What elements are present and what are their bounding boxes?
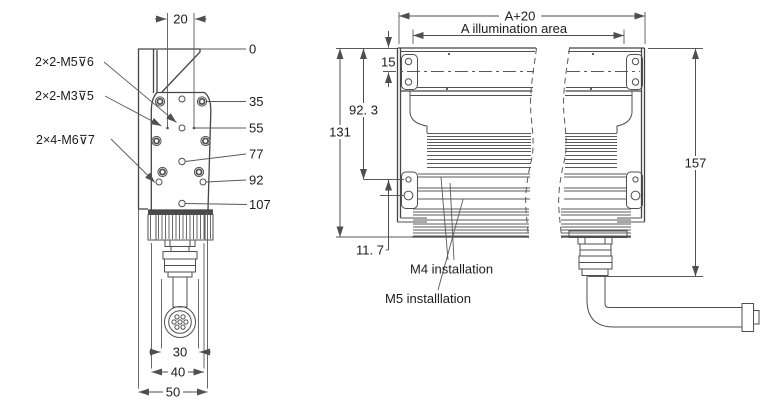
break-lines (525, 47, 570, 239)
side-view-outline (137, 48, 213, 211)
level-0: 0 (249, 42, 256, 57)
dim-50-label: 50 (166, 385, 180, 400)
level-55: 55 (249, 121, 263, 136)
rail-end-brackets (401, 54, 643, 90)
dim-total-height: 157 (588, 48, 710, 277)
side-heatsink (147, 210, 214, 241)
dim-illumination-area: A illumination area (412, 21, 625, 44)
label-m5-thread: 2×2-M5⊽6 (35, 55, 94, 69)
dim-a20-label: A+20 (505, 9, 536, 24)
level-callouts: 0 35 55 77 92 107 (184, 42, 271, 212)
level-35: 35 (249, 94, 263, 109)
side-mount-brackets (401, 171, 643, 209)
dim-131-label: 131 (329, 125, 351, 140)
front-view: A+20 A illumination area 15 92. 3 131 11… (328, 9, 760, 332)
label-m5-installation: M5 installlation (385, 291, 471, 306)
dim-30-label: 30 (173, 345, 187, 360)
dim-157-label: 157 (685, 156, 707, 171)
side-cable-connector (162, 239, 198, 338)
label-m4-installation: M4 installation (410, 262, 493, 277)
installation-callouts: M4 installation M5 installlation (385, 176, 493, 306)
dim-15-label: 15 (381, 55, 395, 70)
dim-11-7-label: 11. 7 (356, 243, 384, 258)
side-heatsink-fins (158, 215, 205, 239)
level-92: 92 (249, 173, 263, 188)
width-dims: 30 40 50 (138, 209, 211, 400)
level-107: 107 (249, 197, 271, 212)
side-mounting-holes (151, 95, 211, 208)
front-rail-lines (397, 51, 645, 223)
dim-overall-width: A+20 (398, 9, 646, 44)
front-cable-assembly (568, 230, 760, 332)
connector-pins (171, 314, 189, 330)
dim-pitch-20: 20 (155, 12, 207, 127)
label-m6-thread: 2×4-M6⊽7 (36, 133, 95, 147)
dim-92-3-label: 92. 3 (349, 103, 378, 118)
dim-40-label: 40 (171, 365, 185, 380)
side-view: 20 0 35 55 77 92 107 2×2-M5⊽6 2 (35, 12, 271, 400)
front-body-outline (396, 47, 646, 238)
dim-left-stack: 15 92. 3 131 11. 7 (328, 31, 412, 258)
front-heatsink-fins (413, 133, 631, 237)
level-77: 77 (249, 147, 263, 162)
dim-pitch-20-label: 20 (173, 12, 187, 27)
dim-illumination-label: A illumination area (461, 21, 568, 36)
thread-callouts: 2×2-M5⊽6 2×2-M3⊽5 2×4-M6⊽7 (35, 55, 177, 183)
label-m3-thread: 2×2-M3⊽5 (35, 89, 94, 103)
